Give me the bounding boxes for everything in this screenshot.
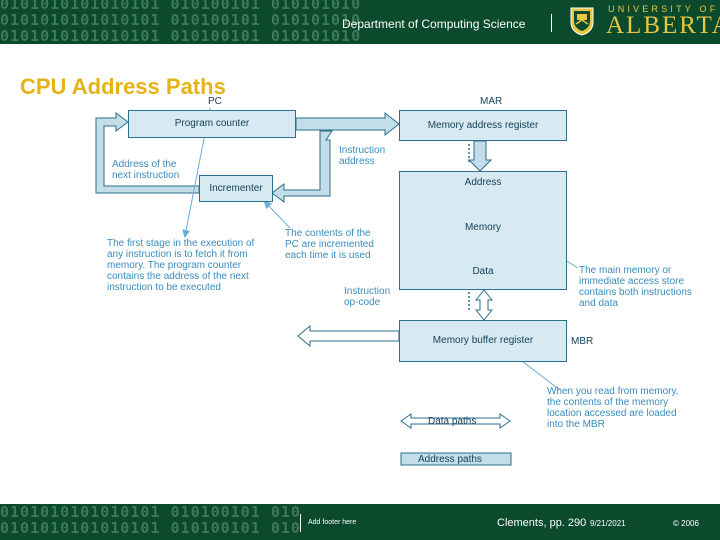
note-main-memory: The main memory or immediate access stor… (579, 265, 692, 309)
memory-box: Address Memory Data (399, 171, 567, 290)
note-line: op-code (344, 297, 381, 308)
note-fetch: The first stage in the execution of any … (107, 238, 254, 293)
legend-address-path (400, 452, 512, 466)
memory-address-register-label: Memory address register (427, 120, 539, 131)
note-line: PC are incremented (285, 239, 374, 250)
slide-title: CPU Address Paths (20, 74, 226, 99)
department-name: Department of Computing Science (342, 17, 526, 31)
note-line: and data (579, 298, 618, 309)
incrementer-box: Incrementer (199, 175, 273, 202)
memory-buffer-register-label: Memory buffer register (432, 335, 534, 346)
address-path (271, 130, 333, 203)
binary-pattern: 0101010101010101 010100101 0101010101010… (0, 12, 360, 28)
note-line: instruction to be executed (107, 282, 221, 293)
note-line: each time it is used (285, 250, 371, 261)
note-instruction-address: Instruction address (339, 145, 385, 167)
note-line: memory. The program counter (107, 260, 242, 271)
header-band: 0101010101010101 010100101 0101010101010… (0, 0, 720, 44)
note-line: contains the address of the next (107, 271, 249, 282)
memory-data-label: Data (472, 266, 494, 277)
note-line: contains both instructions (579, 287, 692, 298)
footer-date: 9/21/2021 (590, 519, 626, 528)
address-path (295, 111, 400, 137)
data-path (474, 289, 494, 321)
binary-pattern: 0101010101010101 010100101 0101010101010… (0, 0, 360, 12)
note-line: The main memory or (579, 265, 672, 276)
pc-label: PC (208, 96, 222, 107)
footer-text[interactable]: Add footer here (308, 519, 357, 526)
mbr-label: MBR (571, 336, 594, 347)
binary-pattern: 0101010101010101 010100101 0101010101010… (0, 504, 300, 520)
program-counter-label: Program counter (174, 118, 250, 129)
note-line: into the MBR (547, 419, 605, 430)
address-path (467, 140, 493, 172)
memory-label: Memory (464, 222, 502, 233)
note-line: next instruction (112, 170, 180, 181)
legend-data-path (400, 413, 511, 429)
note-line: location accessed are loaded (547, 408, 677, 419)
note-line: The first stage in the execution of (107, 238, 255, 249)
university-crest-icon (570, 7, 594, 36)
note-opcode: Instruction op-code (344, 286, 390, 308)
note-line: address (339, 156, 375, 167)
incrementer-label: Incrementer (209, 183, 263, 194)
note-pc-increment: The contents of the PC are incremented e… (285, 228, 374, 261)
address-path (95, 112, 200, 194)
memory-address-label: Address (464, 177, 502, 188)
university-label: UNIVERSITY OF (608, 4, 719, 14)
footer-band: 0101010101010101 010100101 0101010101010… (0, 504, 720, 540)
university-wordmark: ALBERTA (606, 12, 720, 39)
memory-buffer-register-box: Memory buffer register (399, 320, 567, 362)
header-divider (551, 14, 552, 32)
note-line: immediate access store (579, 276, 685, 287)
note-line: When you read from memory, (547, 386, 679, 397)
note-line: any instruction is to fetch it from (107, 249, 248, 260)
footer-copyright: © 2006 (673, 519, 699, 528)
note-line: The contents of the (285, 228, 371, 239)
mar-label: MAR (480, 96, 503, 107)
memory-address-register-box: Memory address register (399, 110, 567, 141)
note-line: the contents of the memory (547, 397, 669, 408)
binary-pattern: 0101010101010101 010100101 0101010101010… (0, 520, 300, 536)
footer-divider (300, 514, 301, 532)
note-read: When you read from memory, the contents … (547, 386, 679, 430)
note-next-instruction: Address of the next instruction (112, 159, 179, 181)
data-path (297, 324, 400, 348)
footer-reference: Clements, pp. 290 (497, 517, 587, 529)
note-line: Instruction (339, 145, 386, 156)
note-line: Address of the (112, 159, 177, 170)
binary-pattern: 0101010101010101 010100101 0101010101010… (0, 28, 360, 44)
legend-address-label: Address paths (418, 454, 482, 465)
program-counter-box: Program counter (128, 110, 296, 138)
legend-data-label: Data paths (428, 416, 477, 427)
note-line: Instruction (344, 286, 391, 297)
